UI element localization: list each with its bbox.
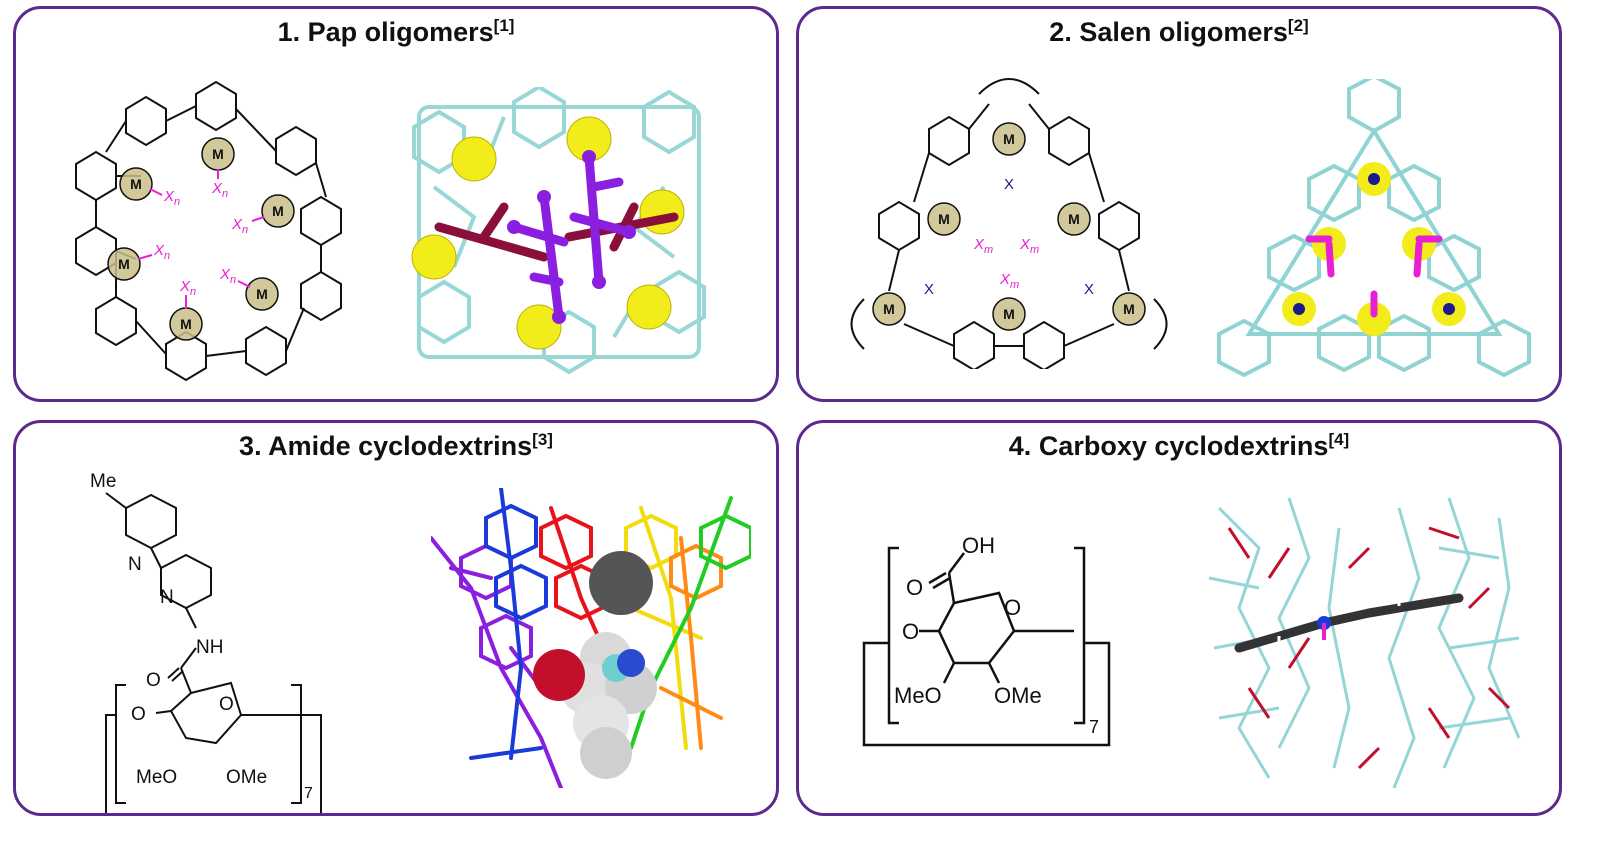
pap-oligomer-structure: M M M M M M Xn Xn Xn Xn Xn Xn bbox=[75, 80, 342, 382]
panel-number: 3. bbox=[239, 431, 262, 461]
reference-mark: [2] bbox=[1287, 16, 1309, 35]
svg-text:OMe: OMe bbox=[226, 767, 267, 788]
panel-salen-oligomers: 2. Salen oligomers[2] M M M bbox=[796, 6, 1562, 402]
svg-text:Xn: Xn bbox=[153, 242, 170, 262]
salen-oligomer-structure: M M M M M M X X X Xm Xm Xm bbox=[850, 78, 1168, 369]
svg-text:Xn: Xn bbox=[211, 180, 228, 200]
svg-text:X: X bbox=[1084, 281, 1094, 298]
amide-cyclodextrin-3d-model bbox=[431, 488, 751, 788]
svg-text:O: O bbox=[1004, 595, 1021, 620]
panel-amide-cyclodextrins: 3. Amide cyclodextrins[3] Me N N NH bbox=[13, 420, 779, 816]
reference-mark: [1] bbox=[493, 16, 515, 35]
svg-text:M: M bbox=[938, 211, 950, 227]
svg-text:O: O bbox=[902, 619, 919, 644]
panel-title: 2. Salen oligomers[2] bbox=[799, 17, 1559, 48]
svg-text:M: M bbox=[272, 203, 284, 219]
svg-text:M: M bbox=[212, 146, 224, 162]
svg-text:N: N bbox=[128, 554, 142, 575]
svg-text:Me: Me bbox=[90, 471, 116, 492]
svg-text:Xn: Xn bbox=[219, 266, 236, 286]
svg-text:OH: OH bbox=[962, 533, 995, 558]
panel-title: 1. Pap oligomers[1] bbox=[16, 17, 776, 48]
svg-text:O: O bbox=[131, 704, 146, 725]
svg-text:Xn: Xn bbox=[163, 188, 180, 208]
svg-text:O: O bbox=[146, 670, 161, 691]
svg-text:M: M bbox=[1003, 131, 1015, 147]
svg-text:OMe: OMe bbox=[994, 683, 1042, 708]
panel-name: Pap oligomers bbox=[307, 17, 494, 47]
svg-text:MeO: MeO bbox=[136, 767, 177, 788]
svg-text:7: 7 bbox=[1089, 717, 1099, 737]
salen-oligomer-3d-model bbox=[1217, 79, 1531, 378]
panel-number: 2. bbox=[1049, 17, 1072, 47]
panel-title: 4. Carboxy cyclodextrins[4] bbox=[799, 431, 1559, 462]
panel-name: Salen oligomers bbox=[1079, 17, 1288, 47]
amide-cyclodextrin-structure: Me N N NH O O O MeO OMe 7 bbox=[90, 471, 322, 813]
reference-mark: [3] bbox=[532, 430, 553, 449]
svg-text:O: O bbox=[219, 694, 234, 715]
svg-text:N: N bbox=[160, 587, 174, 608]
reference-mark: [4] bbox=[1328, 430, 1350, 449]
svg-text:Xn: Xn bbox=[179, 278, 196, 298]
svg-text:M: M bbox=[130, 176, 142, 192]
panel-name: Carboxy cyclodextrins bbox=[1038, 431, 1329, 461]
panel-carboxy-cyclodextrins: 4. Carboxy cyclodextrins[4] OH O O O MeO… bbox=[796, 420, 1562, 816]
panel-title: 3. Amide cyclodextrins[3] bbox=[16, 431, 776, 462]
svg-text:M: M bbox=[256, 286, 268, 302]
pap-oligomer-3d-model bbox=[411, 87, 706, 375]
svg-text:X: X bbox=[1004, 176, 1014, 193]
svg-text:M: M bbox=[118, 256, 130, 272]
svg-text:M: M bbox=[180, 316, 192, 332]
svg-text:M: M bbox=[1068, 211, 1080, 227]
svg-text:M: M bbox=[883, 301, 895, 317]
panel-number: 1. bbox=[277, 17, 301, 47]
svg-text:Xn: Xn bbox=[231, 216, 248, 236]
panel-name: Amide cyclodextrins bbox=[268, 431, 533, 461]
carboxy-cyclodextrin-structure: OH O O O MeO OMe 7 bbox=[862, 533, 1111, 747]
svg-text:Xm: Xm bbox=[999, 271, 1019, 291]
svg-text:7: 7 bbox=[304, 785, 313, 802]
svg-text:NH: NH bbox=[196, 637, 223, 658]
svg-text:X: X bbox=[924, 281, 934, 298]
carboxy-cyclodextrin-3d-model bbox=[1208, 497, 1521, 789]
panel-number: 4. bbox=[1008, 431, 1032, 461]
svg-text:O: O bbox=[906, 575, 923, 600]
svg-text:Xm: Xm bbox=[1019, 236, 1039, 256]
svg-text:MeO: MeO bbox=[894, 683, 942, 708]
panel-pap-oligomers: 1. Pap oligomers[1] M bbox=[13, 6, 779, 402]
svg-text:Xm: Xm bbox=[973, 236, 993, 256]
svg-text:M: M bbox=[1003, 306, 1015, 322]
svg-text:M: M bbox=[1123, 301, 1135, 317]
